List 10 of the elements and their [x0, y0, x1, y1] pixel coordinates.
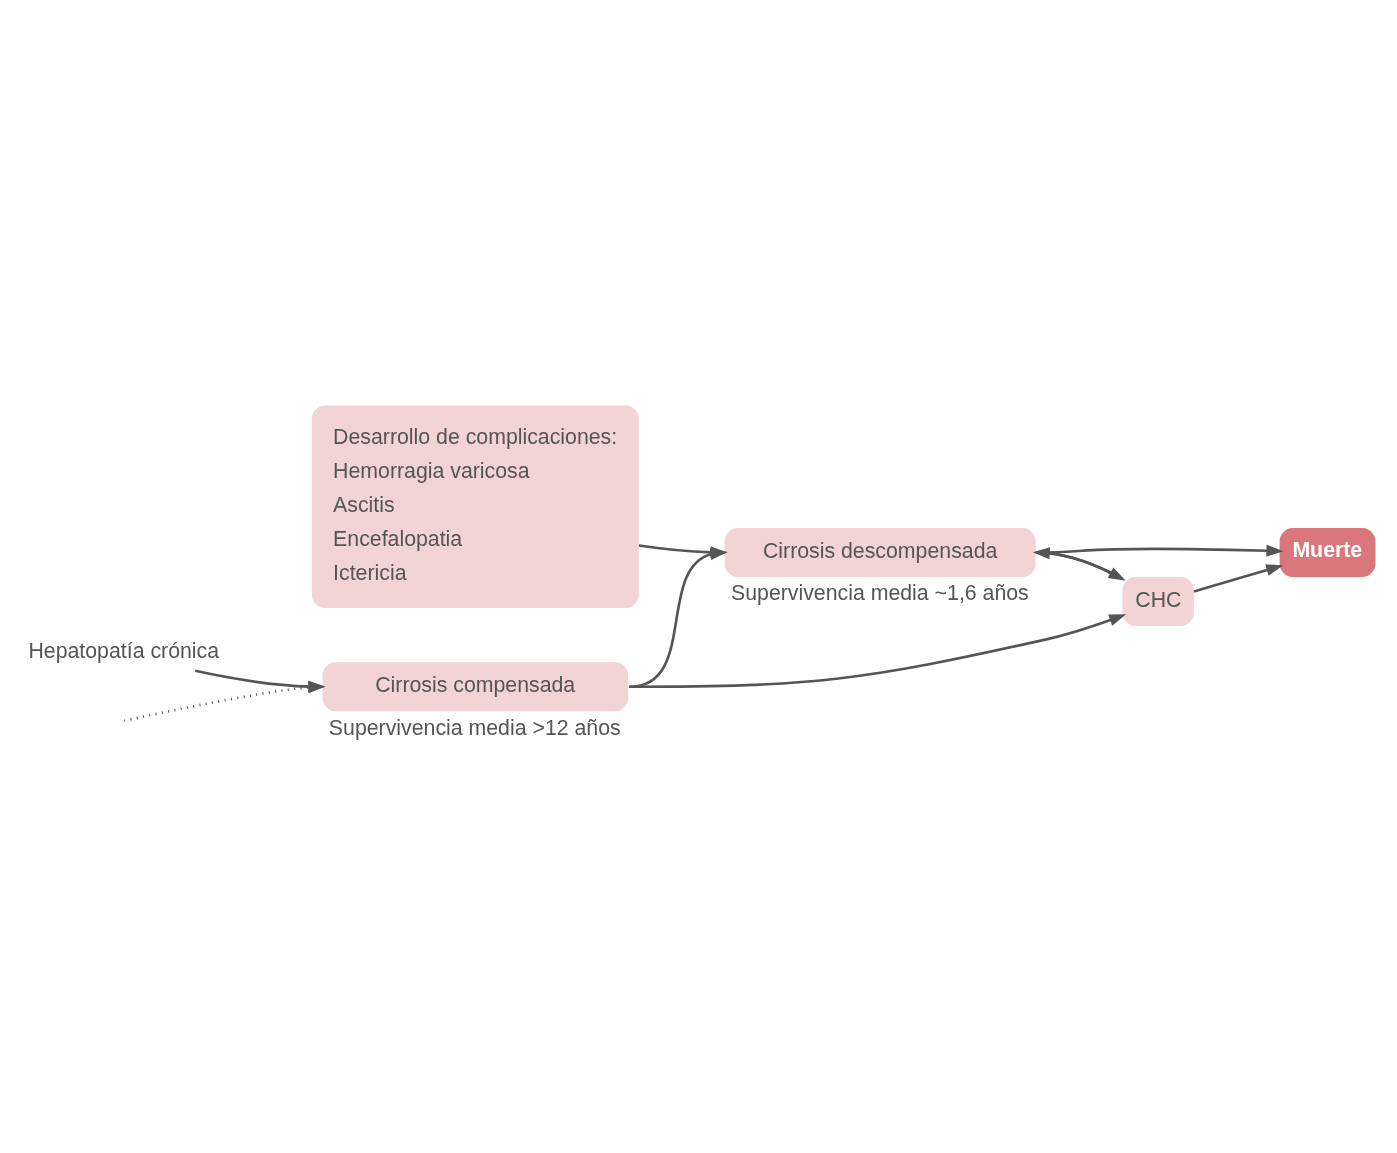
node-box: Desarrollo de complicaciones: Hemorragia varicosa Ascitis Encefalopatia Ictericia	[311, 405, 639, 608]
arrow	[1193, 564, 1284, 593]
node-box: CHC	[1122, 577, 1194, 627]
arrow	[629, 614, 1127, 689]
node-box: Cirrosis compensada	[322, 662, 629, 712]
node-label: Supervivencia media >12 años	[328, 715, 621, 740]
node-label: Supervivencia media ~1,6 años	[730, 581, 1029, 606]
node-text: Hepatopatía crónica	[28, 638, 220, 663]
node-box: Cirrosis descompensada	[724, 528, 1036, 578]
node-box: Muerte	[1279, 528, 1376, 578]
